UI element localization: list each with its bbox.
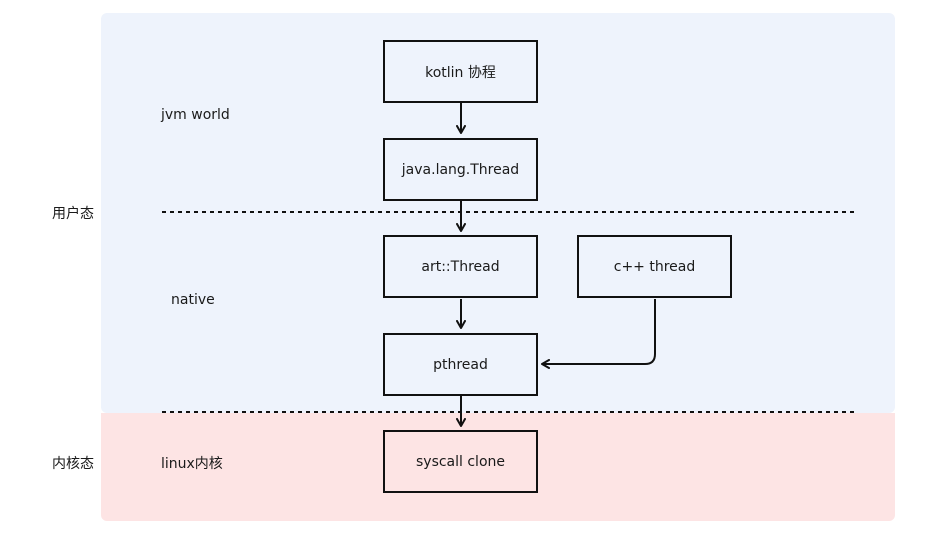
node-art-thread: art::Thread [383, 235, 538, 298]
jvm-world-section-label: jvm world [161, 107, 230, 123]
node-pthread: pthread [383, 333, 538, 396]
node-kotlin-coroutine: kotlin 协程 [383, 40, 538, 103]
native-section-label: native [171, 292, 215, 308]
node-syscall-clone: syscall clone [383, 430, 538, 493]
node-cpp-thread: c++ thread [577, 235, 732, 298]
linux-kernel-section-label: linux内核 [161, 456, 223, 472]
user-space-layer-label: 用户态 [52, 206, 94, 222]
node-java-thread: java.lang.Thread [383, 138, 538, 201]
kernel-space-layer-label: 内核态 [52, 456, 94, 472]
